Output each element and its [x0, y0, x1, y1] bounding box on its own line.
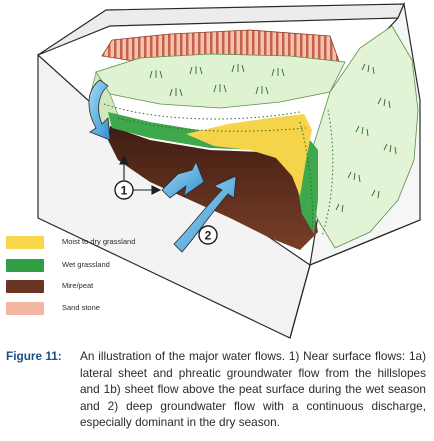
legend-label: Wet grassland: [62, 260, 110, 269]
caption-text: An illustration of the major water flows…: [80, 349, 426, 429]
marker-1-pointers: [119, 154, 162, 195]
marker-1-circle: [114, 180, 134, 200]
contour-lines: [103, 103, 334, 237]
hillslope-back: [95, 53, 346, 109]
marker-1-label: 1: [121, 184, 128, 198]
mire-peat-body: [108, 126, 318, 250]
legend-label: Mire/peat: [62, 281, 94, 290]
legend-label: Moist to dry grassland: [62, 237, 136, 246]
marker-2-circle: [198, 225, 218, 245]
legend-swatch: [6, 302, 44, 315]
deep-groundwater-arrow: [173, 175, 237, 253]
legend-swatch: [6, 280, 44, 293]
lateral-flow-arrow: [88, 79, 111, 141]
legend-swatch: [6, 259, 44, 272]
moist-grassland-zone: [186, 114, 312, 196]
legend-swatch: [6, 236, 44, 249]
sheet-flow-arrow: [161, 161, 205, 199]
marker-2-label: 2: [205, 229, 212, 243]
caption-label: Figure 11:: [6, 349, 62, 363]
legend-label: Sand stone: [62, 303, 100, 312]
block-diagram: 1 2: [37, 1, 421, 339]
grass-marks: [149, 63, 397, 213]
block-front-edge: [289, 219, 421, 339]
figure-caption: Figure 11: An illustration of the major …: [0, 348, 434, 438]
